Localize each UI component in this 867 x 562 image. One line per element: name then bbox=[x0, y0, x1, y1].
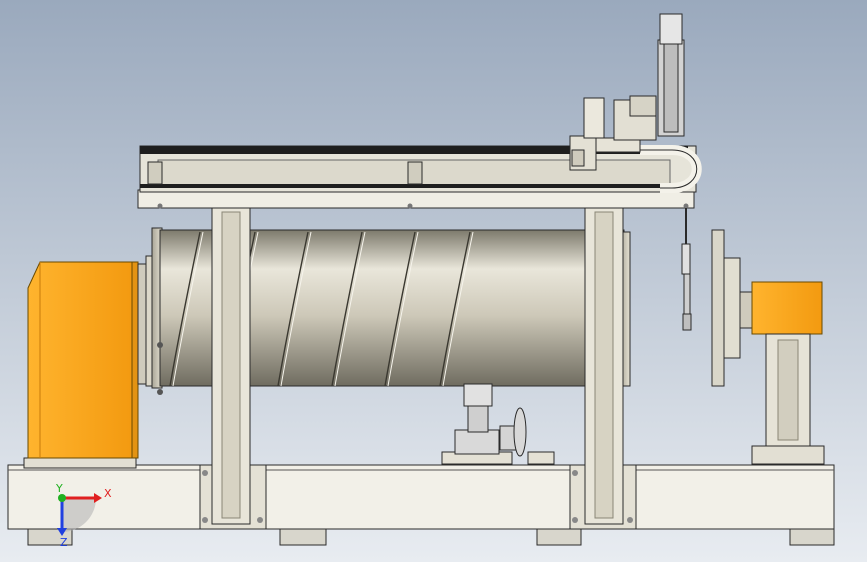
z-axis-label: Z bbox=[60, 536, 68, 549]
left-headstock[interactable] bbox=[23, 255, 157, 469]
y-axis-dot bbox=[58, 494, 66, 502]
gantry-column-right bbox=[584, 205, 624, 525]
triad-shadow bbox=[62, 498, 96, 532]
gantry-column-left bbox=[211, 205, 251, 525]
gantry-beam[interactable] bbox=[137, 145, 697, 209]
right-tailstock[interactable] bbox=[711, 229, 825, 465]
roller-support[interactable] bbox=[441, 383, 555, 465]
y-axis-label: Y bbox=[55, 482, 63, 495]
welding-torch[interactable] bbox=[681, 208, 692, 331]
welding-carriage[interactable] bbox=[569, 13, 685, 171]
axis-triad: X Y Z bbox=[55, 482, 112, 549]
x-axis-label: X bbox=[104, 487, 112, 500]
base-frame bbox=[7, 464, 835, 530]
